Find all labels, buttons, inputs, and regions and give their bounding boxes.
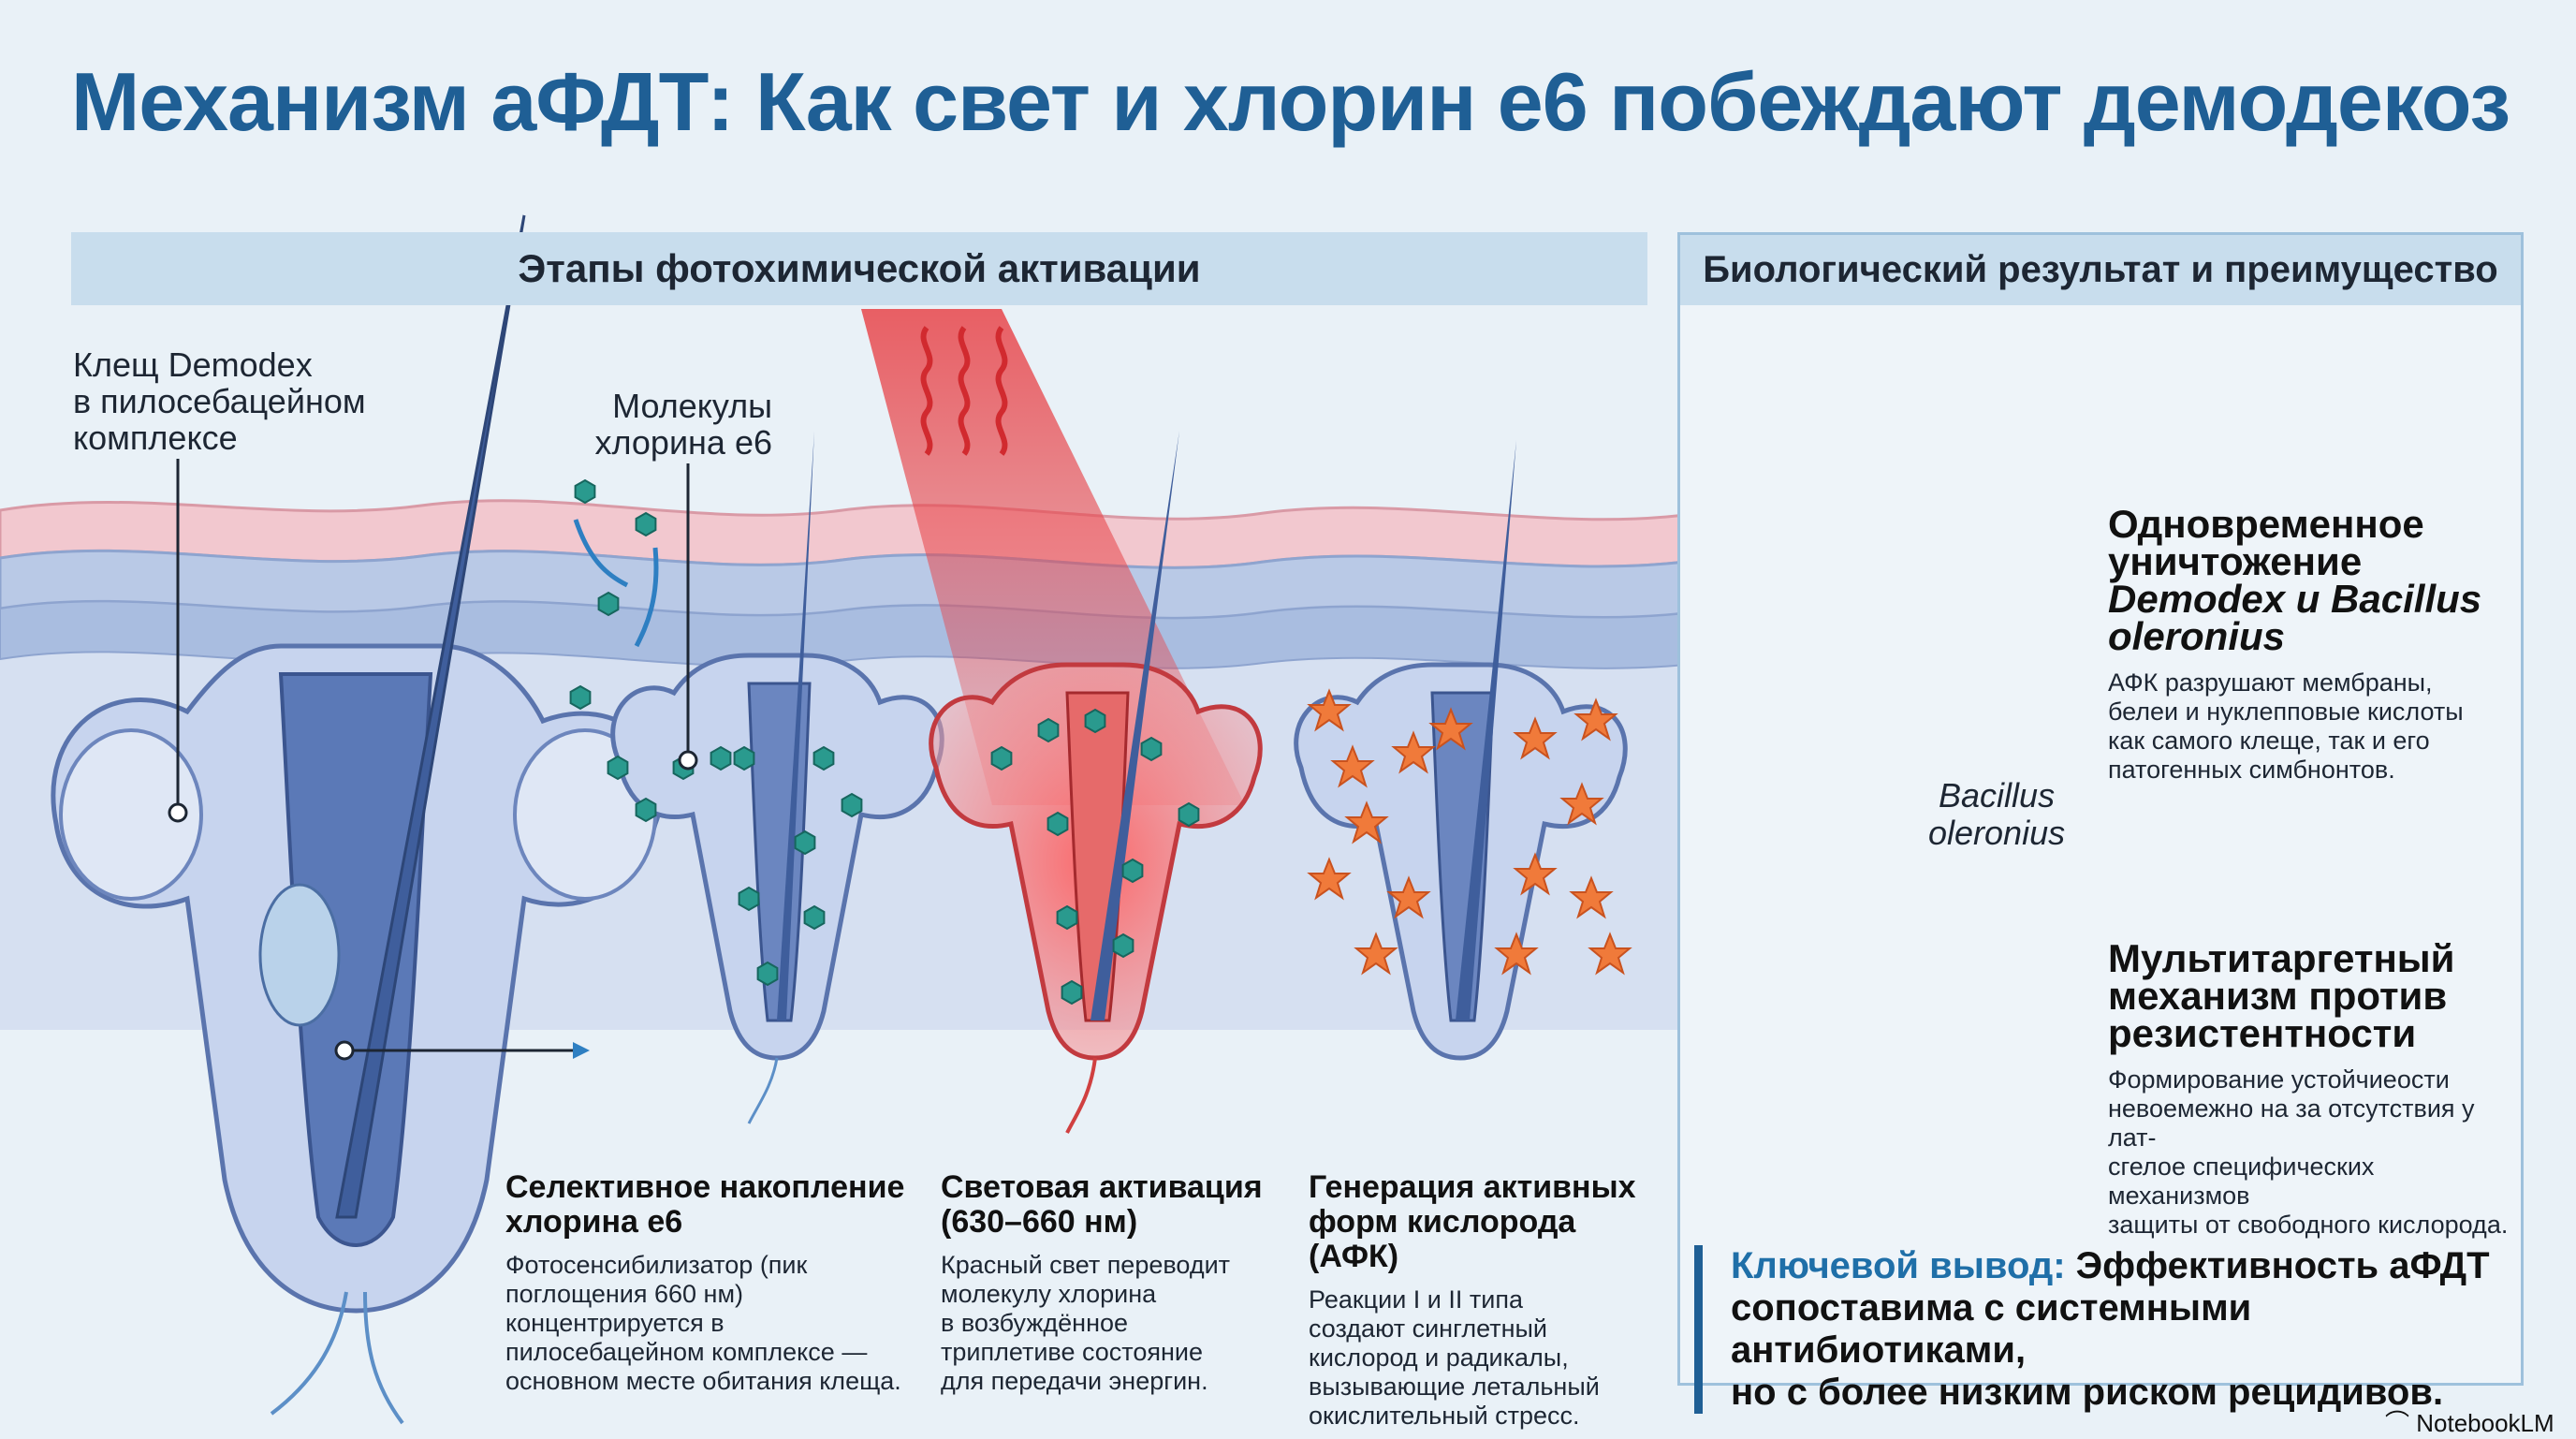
step-light-activation: Световая активация (630–660 нм) Красный … <box>941 1169 1263 1396</box>
follicle-ros <box>1294 440 1628 1061</box>
callout-lines <box>168 459 698 1061</box>
step-ros-generation: Генерация активных форм кислорода (АФК) … <box>1309 1169 1636 1431</box>
result-panel <box>1677 232 2524 1386</box>
conclusion-key: Ключевой вывод: <box>1731 1245 2066 1286</box>
light-waves <box>920 326 1008 456</box>
chlorin-label: Молекулы хлорина е6 <box>594 387 772 462</box>
entry-arrows <box>573 519 659 648</box>
right-section-title: Биологический результат и преимущество <box>1703 249 2498 290</box>
follicle-large <box>51 214 665 1425</box>
follicle-activated <box>929 431 1263 1134</box>
bacillus-label: Bacillus oleronius <box>1928 776 2066 852</box>
step-accumulation: Селективное накопление хлорина е6 Фотосе… <box>505 1169 905 1396</box>
right-section-header: Биологический результат и преимущество <box>1680 235 2521 305</box>
left-section-header: Этапы фотохимической активации <box>71 232 1647 305</box>
page-title: Механизм аФДТ: Как свет и хлорин е6 побе… <box>71 55 2510 148</box>
notebooklm-icon: ⌒ <box>2385 1409 2417 1437</box>
left-section-title: Этапы фотохимической активации <box>518 246 1201 290</box>
key-conclusion: Ключевой вывод: Эффективность аФДТ сопос… <box>1694 1245 2509 1414</box>
brand-logo: ⌒ NotebookLM <box>2385 1409 2554 1437</box>
result-simultaneous-kill: Одновременное уничтожение Demodex и Baci… <box>2108 502 2482 785</box>
demodex-label: Клещ Demodex в пилосебацейном комплексе <box>73 345 366 457</box>
result-multitarget: Мультитаргетный механизм против резистен… <box>2108 936 2509 1240</box>
